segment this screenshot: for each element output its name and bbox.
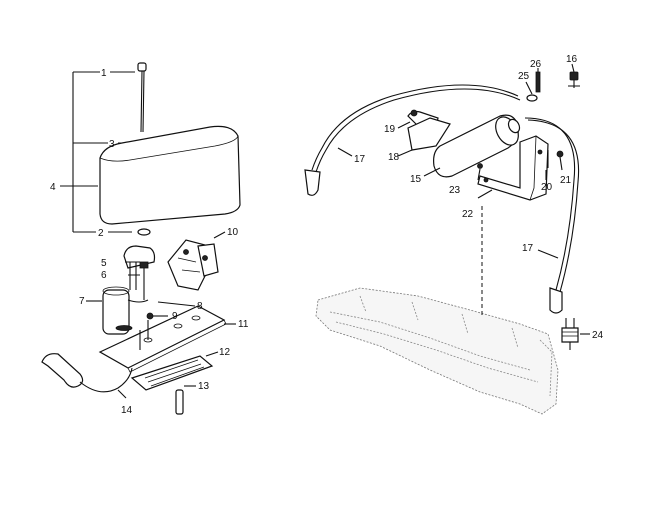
callout-24: 24 [592,330,604,341]
callout-4: 4 [50,182,56,193]
part-14-cable [41,353,133,399]
part-25-washer [526,94,538,102]
callout-25: 25 [518,71,530,82]
leader-8 [157,301,196,307]
part-17-cable-left [304,84,521,196]
part-22-mount-bracket [477,135,549,201]
callout-13: 13 [198,381,210,392]
left-assembly: 1 3 4 2 10 5 6 7 8 9 11 12 13 14 [41,62,249,416]
part-18-bracket [397,117,451,157]
callout-6: 6 [101,270,107,281]
callout-3: 3 [109,139,115,150]
part-16-nut [568,63,580,88]
callout-15: 15 [410,174,422,185]
callout-5: 5 [101,258,107,269]
callout-2: 2 [98,228,104,239]
callout-20: 20 [541,182,553,193]
part-26-bolt [535,68,541,93]
callout-21: 21 [560,175,572,186]
part-1-rod [137,62,147,133]
callout-17-right: 17 [522,243,534,254]
part-11-base-plate [98,305,236,373]
callout-10: 10 [227,227,239,238]
callout-23: 23 [449,185,461,196]
part-2-grommet [137,228,151,236]
part-21-screw [556,150,564,171]
callout-9: 9 [172,311,178,322]
part-5-6-stud [123,245,156,300]
part-12-pad [130,351,219,391]
part-7-capacitor [86,286,149,335]
callout-8: 8 [197,301,203,312]
callout-22: 22 [462,209,474,220]
callout-7: 7 [79,296,85,307]
part-10-ignition-unit [167,231,226,291]
part-23-screw [477,163,483,181]
callout-16: 16 [566,54,578,65]
callout-14: 14 [121,405,133,416]
callout-1: 1 [101,68,107,79]
callout-19: 19 [384,124,396,135]
callout-26: 26 [530,59,542,70]
part-4-tank [99,125,241,225]
leader-25 [525,81,533,95]
part-24-spark-plug [561,318,590,350]
callout-12: 12 [219,347,231,358]
callout-18: 18 [388,152,400,163]
right-assembly: 16 26 25 19 17 18 15 23 20 21 22 17 24 [304,54,604,415]
part-15-coil [423,114,521,178]
part-17-cable-right [524,117,580,314]
callout-17-left: 17 [354,154,366,165]
engine-block-ghost [315,287,559,415]
part-13-pin [175,385,196,415]
callout-11: 11 [238,319,249,330]
part-9-washer [146,312,154,320]
